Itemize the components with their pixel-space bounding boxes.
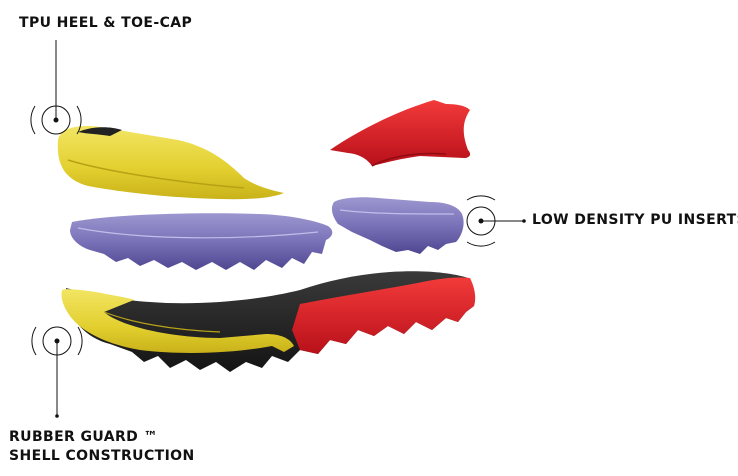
tpu-callout-target xyxy=(30,40,82,135)
red-insert-part xyxy=(330,100,471,167)
purple-pu-insert-part xyxy=(331,197,464,254)
tpu-heel-toe-cap-part xyxy=(57,126,284,200)
rubber-guard-shell-part xyxy=(61,271,476,372)
pu-callout-target xyxy=(466,195,526,247)
shell-construction-label: SHELL CONSTRUCTION xyxy=(9,448,195,464)
purple-midsole-insert-part xyxy=(70,213,333,270)
low-density-pu-inserts-label: LOW DENSITY PU INSERTS xyxy=(532,212,738,228)
tpu-heel-toe-cap-label: TPU HEEL & TOE-CAP xyxy=(19,15,193,31)
rubber-guard-label: RUBBER GUARD ™ xyxy=(9,429,158,445)
rubber-callout-target xyxy=(31,326,83,418)
